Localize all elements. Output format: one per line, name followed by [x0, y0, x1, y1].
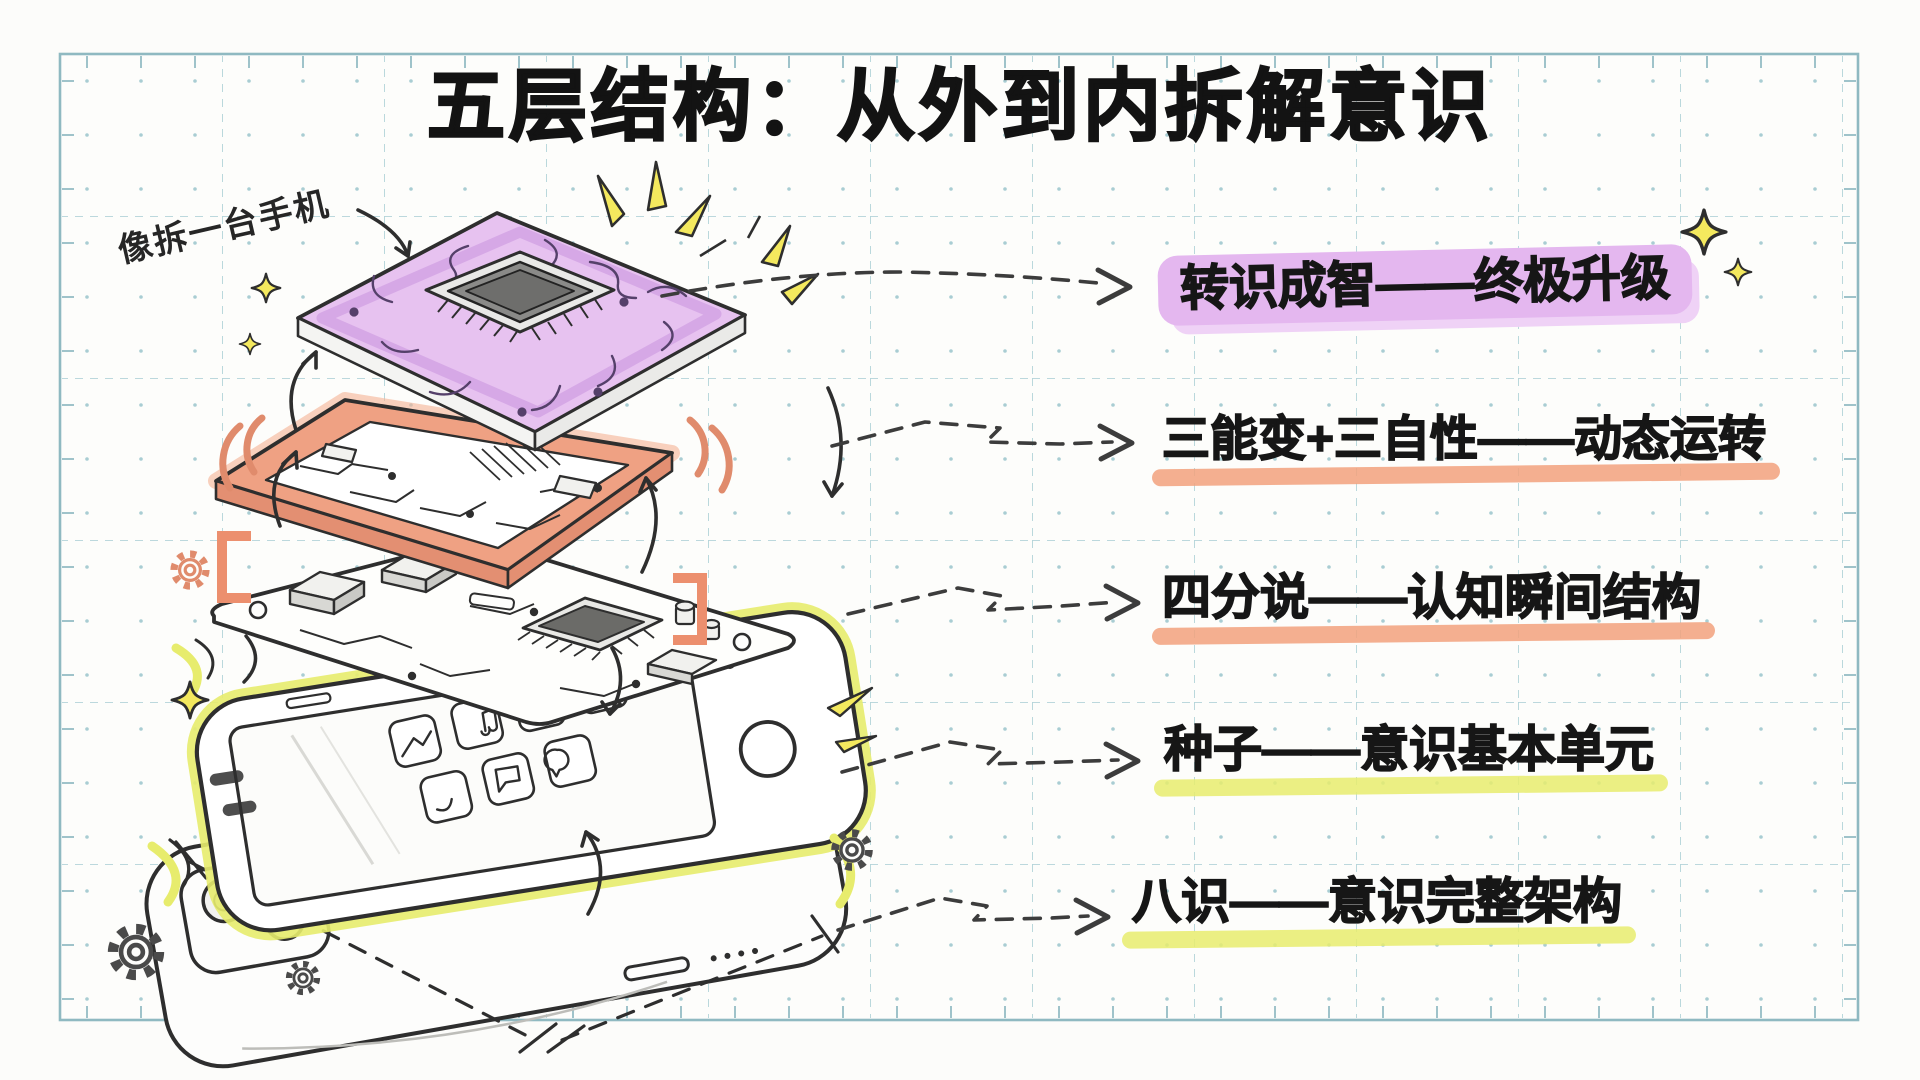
circuit-board-salmon-icon	[208, 392, 680, 590]
burst-icon	[596, 160, 820, 306]
label-layer-1-text: 转识成智——终极升级	[1157, 243, 1693, 326]
label-layer-3-text: 四分说——认知瞬间结构	[1158, 570, 1705, 626]
label-layer-1: 转识成智——终极升级	[1157, 243, 1693, 326]
label-layer-4: 种子——意识基本单元	[1160, 722, 1658, 778]
label-layer-3: 四分说——认知瞬间结构	[1158, 570, 1705, 626]
label-layer-2: 三能变+三自性——动态运转	[1158, 412, 1770, 467]
cpu-chip-board-icon	[296, 211, 747, 452]
motherboard-icon	[210, 538, 796, 726]
bracket-icon	[217, 531, 707, 645]
label-layer-5: 八识——意识完整架构	[1128, 874, 1626, 930]
echo-arc-icon	[219, 414, 733, 494]
label-layer-2-text: 三能变+三自性——动态运转	[1158, 412, 1770, 467]
curved-arrow-icon	[272, 208, 844, 916]
burst-icon	[826, 686, 878, 754]
label-layer-4-text: 种子——意识基本单元	[1160, 722, 1658, 778]
page-title: 五层结构：从外到内拆解意识	[426, 61, 1493, 152]
label-layer-5-text: 八识——意识完整架构	[1128, 874, 1626, 930]
dashed-arrow-icon	[660, 267, 1141, 936]
